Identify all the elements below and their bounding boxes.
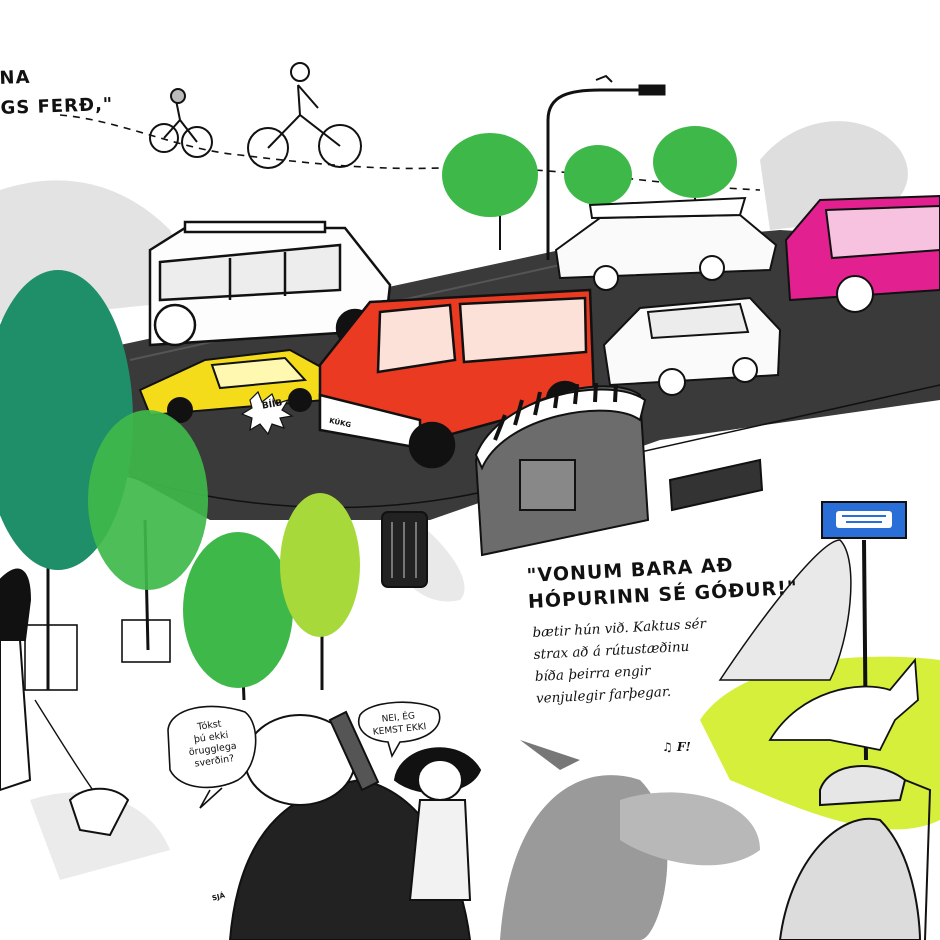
fox	[768, 657, 919, 752]
dashed-path	[59, 114, 761, 191]
dog-walker	[0, 568, 130, 837]
speech-bubble-right	[358, 701, 441, 759]
speech-bubble-left	[167, 705, 257, 809]
girl	[393, 747, 482, 901]
bus-stop-sign	[821, 501, 907, 761]
music-sound-label: ♫ F!	[662, 740, 691, 754]
red-van	[318, 288, 596, 469]
front-trees	[0, 270, 360, 701]
horn-burst	[240, 390, 294, 436]
caption-line: GS FERÐ,"	[0, 93, 114, 119]
white-suv	[148, 220, 392, 348]
back-trees	[442, 126, 737, 250]
car-with-roof-box	[554, 196, 778, 291]
bench	[668, 458, 764, 512]
pink-van	[784, 194, 940, 313]
crows	[500, 740, 760, 940]
white-sedan	[602, 296, 782, 396]
traveller-with-hat	[778, 765, 932, 940]
cyclists	[149, 62, 362, 169]
narration-text: bætir hún við. Kaktus sér strax að á rút…	[532, 608, 796, 709]
yellow-taxi	[138, 348, 332, 423]
trash-bin	[381, 511, 428, 588]
street-lamp	[546, 74, 666, 260]
top-caption: NA GS FERÐ,"	[0, 60, 114, 124]
seated-woman	[718, 539, 852, 681]
bus-shelter	[474, 382, 650, 557]
caption-line: NA	[0, 66, 31, 89]
